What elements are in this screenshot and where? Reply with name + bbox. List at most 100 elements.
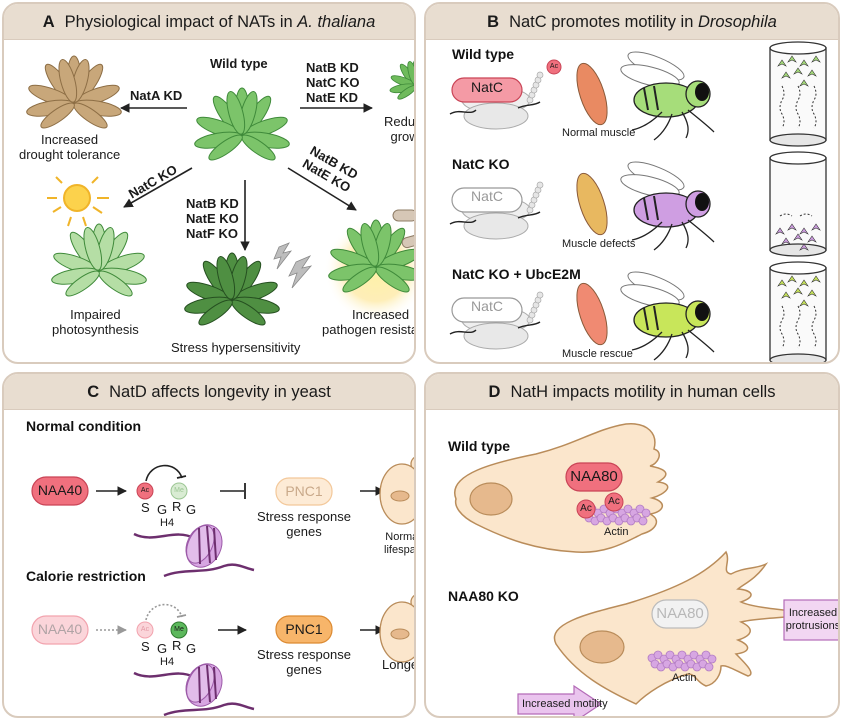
climb-trail bbox=[795, 305, 801, 349]
residue: S bbox=[141, 639, 150, 654]
natc-enzyme bbox=[451, 77, 523, 103]
vial-icon bbox=[769, 267, 827, 361]
fly-eye-icon bbox=[695, 303, 709, 321]
panel-letter: C bbox=[87, 383, 100, 401]
wild-type-plant-icon bbox=[193, 87, 291, 165]
label-line: NatC KO bbox=[306, 75, 360, 90]
dark-plant-icon bbox=[183, 252, 281, 330]
pnc1-blob bbox=[275, 477, 333, 506]
fly-legs bbox=[631, 109, 715, 141]
caption-line: genes bbox=[286, 524, 322, 539]
panel-title: NatH impacts motility in human cells bbox=[510, 383, 776, 401]
mrna-strand bbox=[449, 211, 541, 225]
label-line: Increased bbox=[788, 607, 838, 619]
ac-mark-icon bbox=[604, 492, 624, 512]
vial-fly-icon bbox=[787, 55, 797, 63]
panel-letter: B bbox=[487, 13, 500, 31]
vial-fly-icon bbox=[777, 279, 787, 287]
fly-eye-icon bbox=[695, 83, 709, 101]
outcome-reduced-growth: Reducedgrowth bbox=[384, 114, 416, 144]
vial-fly-icon bbox=[807, 69, 817, 77]
vial-fly-icon bbox=[777, 59, 787, 67]
residue: G bbox=[186, 502, 197, 517]
mrna-strand bbox=[449, 101, 541, 115]
outcome-line: pathogen resistance bbox=[322, 322, 414, 337]
vial-fly-icon bbox=[793, 233, 803, 241]
panel-a-art bbox=[25, 55, 414, 330]
caption-line: genes bbox=[286, 662, 322, 677]
residue: G bbox=[157, 641, 168, 656]
fly-wing-icon bbox=[620, 174, 680, 198]
actin-icon bbox=[647, 650, 717, 672]
vial-fly-icon bbox=[799, 59, 809, 67]
fly-stripes bbox=[643, 85, 659, 111]
residue: R bbox=[172, 499, 182, 514]
label-line: NatB KD bbox=[306, 60, 359, 75]
outcome-line: photosynthesis bbox=[52, 322, 139, 337]
panel-title: NatD affects longevity in yeast bbox=[109, 383, 331, 401]
naa80-blob bbox=[565, 462, 623, 492]
yeast-cell-icon bbox=[379, 455, 414, 525]
naa80-blob-inactive bbox=[651, 599, 709, 629]
vial-fly-icon bbox=[781, 237, 791, 245]
species-name: A. thaliana bbox=[297, 13, 376, 31]
naa40-blob bbox=[31, 476, 89, 506]
panel-d-art bbox=[453, 423, 838, 716]
vial-top bbox=[769, 41, 827, 55]
fly-wing-icon bbox=[620, 64, 680, 88]
arrow-label-left: NatA KD bbox=[130, 88, 183, 103]
vial-fly-icon bbox=[807, 235, 817, 243]
species-name: Drosophila bbox=[697, 13, 777, 31]
muscle-caption: Muscle defects bbox=[562, 238, 636, 250]
peptide-bead bbox=[536, 291, 544, 299]
ribosome-icon bbox=[463, 212, 529, 240]
panel-title: NatC promotes motility in bbox=[509, 13, 698, 31]
vial-fly-icon bbox=[811, 275, 821, 283]
gene-label: PNC1 bbox=[285, 621, 323, 637]
ac-label: Ac bbox=[580, 503, 592, 514]
vial-bottom bbox=[769, 353, 827, 362]
vial-fly-icon bbox=[787, 275, 797, 283]
outcome-line: Reduced bbox=[384, 114, 416, 129]
yeast-cell-icon bbox=[379, 593, 414, 663]
fly-legs bbox=[631, 329, 715, 361]
vial-top bbox=[769, 151, 827, 165]
fly-eye-icon bbox=[695, 193, 709, 211]
panel-title: Physiological impact of NATs in bbox=[64, 13, 298, 31]
label-line: NatB KD bbox=[186, 196, 239, 211]
caption-line: Stress response bbox=[257, 509, 351, 524]
mrna-strand bbox=[449, 321, 541, 335]
peptide-bead bbox=[536, 181, 544, 189]
me-mark-icon bbox=[170, 621, 188, 639]
small-plant-icon bbox=[388, 59, 414, 102]
arrow-down-left bbox=[123, 167, 193, 208]
panel-c-header: C NatD affects longevity in yeast bbox=[4, 374, 414, 410]
enzyme-label: NatC bbox=[471, 188, 503, 204]
muscle-caption: Normal muscle bbox=[562, 127, 636, 139]
climb-trail bbox=[779, 213, 793, 217]
natc-enzyme bbox=[451, 187, 523, 213]
outcome-line: growth bbox=[390, 129, 415, 144]
inhibition-arc bbox=[145, 464, 183, 482]
residue: G bbox=[186, 641, 197, 656]
natc-enzyme bbox=[451, 297, 523, 323]
vial-fly-icon bbox=[799, 279, 809, 287]
vial-fly-icon bbox=[781, 71, 791, 79]
label-line: protrusions bbox=[785, 620, 840, 632]
muscle-icon bbox=[576, 282, 608, 346]
outcome-stress: Stress hypersensitivity bbox=[171, 340, 301, 355]
me-mark-icon bbox=[170, 482, 188, 500]
fly-wing-icon bbox=[620, 284, 680, 308]
vial-fly-icon bbox=[787, 223, 797, 231]
ac-mark-icon bbox=[576, 499, 596, 519]
climb-trail bbox=[795, 85, 801, 129]
vial-fly-icon bbox=[793, 67, 803, 75]
gene-label: PNC1 bbox=[285, 483, 323, 499]
protrusions-box bbox=[783, 599, 838, 641]
enzyme-label: NatC bbox=[471, 298, 503, 314]
